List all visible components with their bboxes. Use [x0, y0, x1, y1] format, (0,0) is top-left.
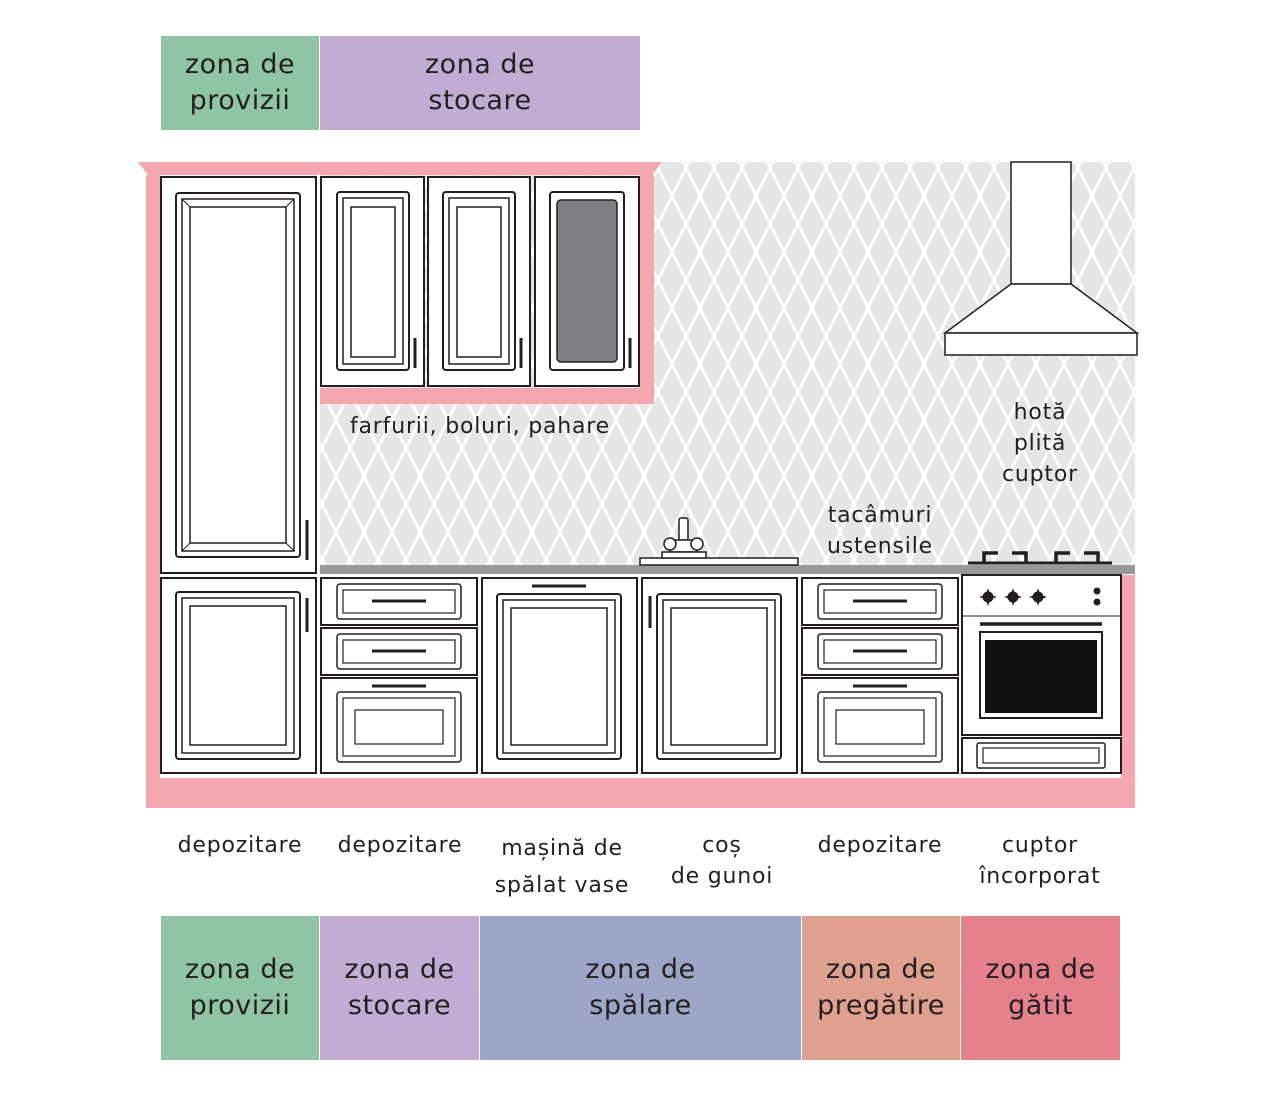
countertop	[320, 565, 1135, 574]
drawer-stack-storage	[320, 577, 478, 774]
pink-frame	[138, 162, 1135, 808]
cooktop-burners	[968, 551, 1112, 565]
cooking-annotation: hotă plită cuptor	[1002, 400, 1078, 487]
upper-cabinets	[320, 176, 640, 387]
tall-pantry-cabinet	[160, 176, 317, 574]
sink-faucet	[639, 517, 799, 566]
bottom-zone-pregatire: zona de pregătire	[802, 916, 960, 1060]
drawer-stack-prep	[801, 577, 959, 774]
upper-cabinet-annotation: farfurii, boluri, pahare	[349, 414, 610, 439]
bottom-zone-provizii: zona de provizii	[161, 916, 319, 1060]
trash-cabinet	[641, 577, 798, 774]
bottom-zone-stocare: zona de stocare	[320, 916, 479, 1060]
top-zone-stocare: zona de stocare	[320, 36, 640, 130]
cabinet-label-drawers: depozitare	[337, 833, 463, 858]
cabinet-label-dishwasher: mașină de spălat vase	[494, 836, 630, 898]
lower-pantry-cabinet	[160, 577, 317, 774]
built-in-oven	[961, 574, 1122, 774]
cabinet-label-trash: coș de gunoi	[670, 833, 774, 889]
dishwasher	[481, 577, 638, 774]
cabinet-label-oven: cuptor încorporat	[979, 833, 1101, 889]
bottom-zone-spalare: zona de spălare	[480, 916, 801, 1060]
prep-annotation: tacâmuri ustensile	[827, 503, 933, 559]
range-hood	[942, 161, 1140, 356]
cabinet-label-prep-drawers: depozitare	[817, 833, 943, 858]
bottom-zone-gatit: zona de gătit	[961, 916, 1120, 1060]
cabinet-label-pantry: depozitare	[177, 833, 303, 858]
top-zone-provizii: zona de provizii	[161, 36, 319, 130]
